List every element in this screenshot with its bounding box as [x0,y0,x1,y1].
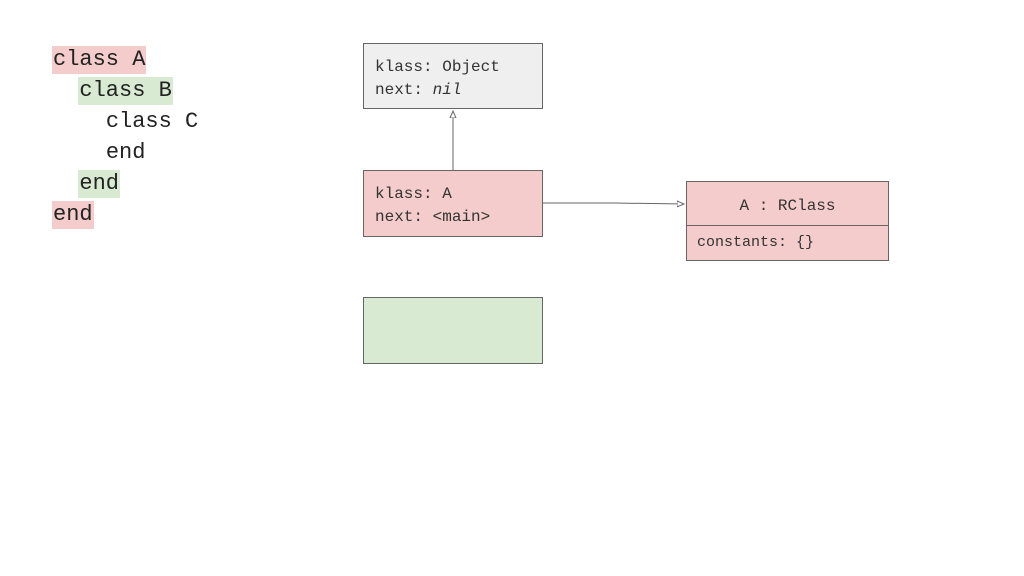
frame-a: klass: A next: <main> [363,170,543,237]
rclass-title: A : RClass [687,182,888,226]
code-line: end [52,137,199,168]
code-line: class C [52,106,199,137]
next-field: next: <main> [375,208,491,226]
code-line: class B [52,75,199,106]
code-line-text: end [105,140,146,165]
code-line-text: class B [78,77,173,105]
code-line-text: end [78,170,121,198]
frame-b [363,297,543,364]
code-line-text: class A [52,46,147,74]
next-field: next: nil [375,81,462,99]
code-listing: class A class B class C end end end [52,44,199,230]
rclass-constants: constants: {} [697,234,815,251]
frame-object: klass: Object next: nil [363,43,543,109]
code-line-text: end [52,201,94,229]
code-line-text: class C [105,109,199,134]
code-line: class A [52,44,199,75]
code-line: end [52,199,199,230]
arrow-a-to-rclass [543,203,684,204]
rclass-box: A : RClass constants: {} [686,181,889,261]
klass-field: klass: A [375,185,452,203]
klass-field: klass: Object [375,58,500,76]
code-line: end [52,168,199,199]
